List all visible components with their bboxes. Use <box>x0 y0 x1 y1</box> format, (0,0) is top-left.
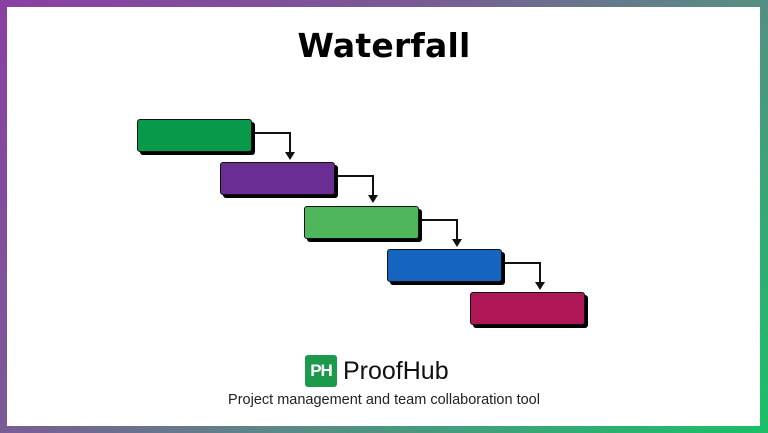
brand-lockup: PH ProofHub <box>305 355 449 387</box>
stage-bar-4 <box>387 249 502 282</box>
connector-arrow <box>255 132 291 153</box>
arrow-down-icon <box>452 239 462 247</box>
stage-bar-5 <box>470 292 585 325</box>
stage-bar-1 <box>137 119 252 152</box>
stage-bar-3 <box>304 206 419 239</box>
arrow-down-icon <box>368 195 378 203</box>
proofhub-logo-icon: PH <box>305 355 337 387</box>
connector-arrow <box>338 175 374 196</box>
brand-tagline: Project management and team collaboratio… <box>228 392 540 408</box>
connector-arrow <box>505 262 541 283</box>
arrow-down-icon <box>285 152 295 160</box>
stage-bar-2 <box>220 162 335 195</box>
brand-name: ProofHub <box>343 356 449 385</box>
diagram-title: Waterfall <box>297 26 471 65</box>
connector-arrow <box>422 219 458 240</box>
arrow-down-icon <box>535 282 545 290</box>
